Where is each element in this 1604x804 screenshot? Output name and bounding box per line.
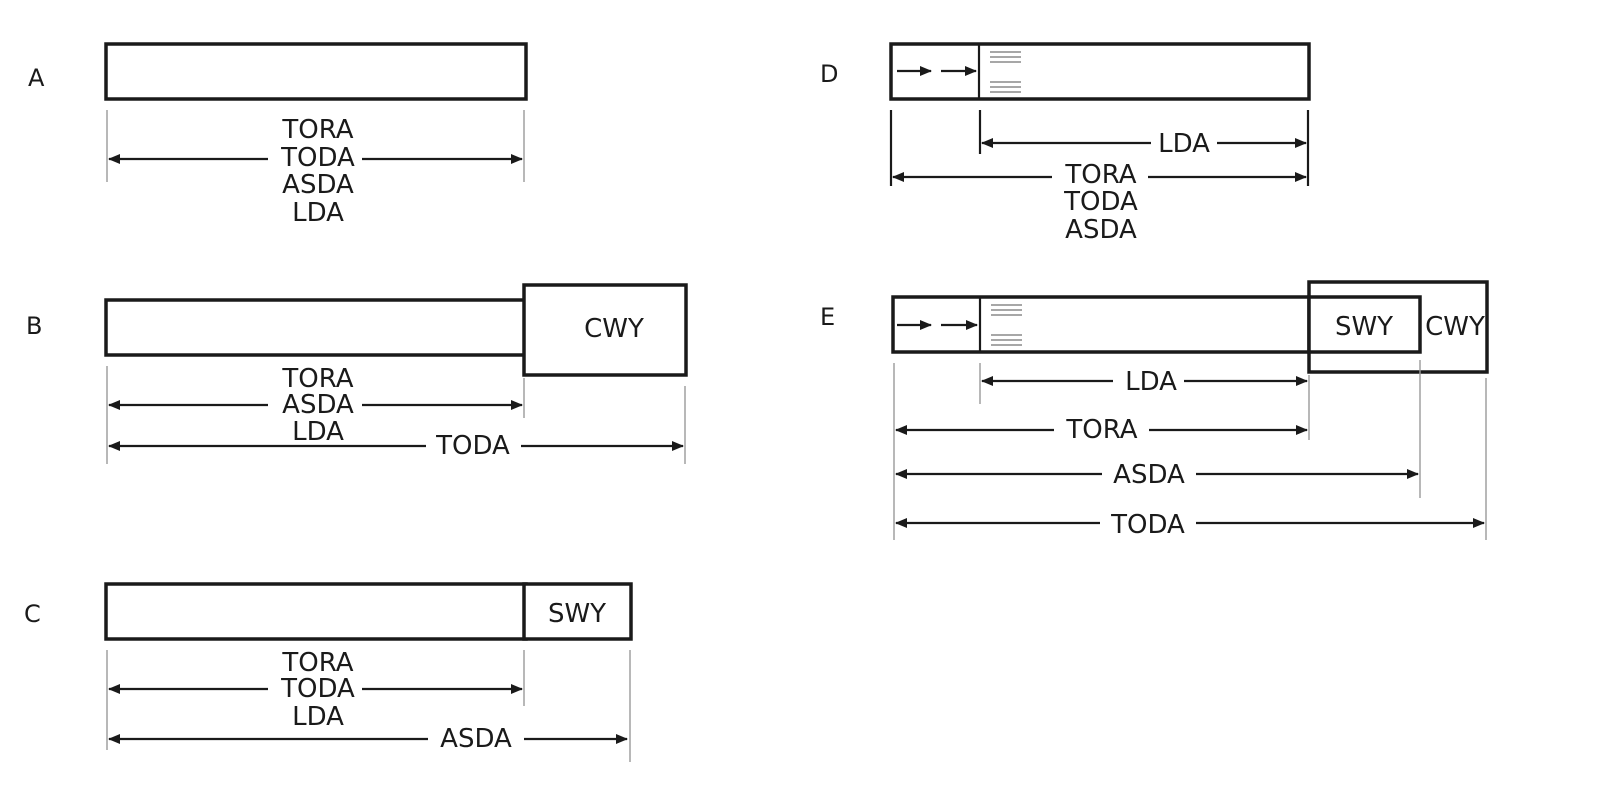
lda-label: LDA <box>1158 129 1210 159</box>
swy-label: SWY <box>1335 312 1393 342</box>
tora-label: TORA <box>281 648 353 678</box>
toda-label: TODA <box>1063 187 1138 217</box>
cwy-label: CWY <box>584 314 644 344</box>
threshold-markings-icon <box>990 51 1021 93</box>
asda-label: ASDA <box>1113 460 1185 490</box>
lda-label: LDA <box>1125 367 1177 397</box>
panel-label-b: B <box>26 312 42 340</box>
toda-label: TODA <box>280 143 355 173</box>
asda-label: ASDA <box>1065 215 1137 245</box>
stopway-box <box>1307 295 1422 354</box>
lda-label: LDA <box>292 198 344 228</box>
panel-d: D LDA TORA TODA ASDA <box>820 42 1311 245</box>
panel-label-a: A <box>28 64 45 92</box>
runway-box <box>104 298 528 357</box>
asda-label: ASDA <box>282 170 354 200</box>
runway-box <box>104 582 528 641</box>
clearway-box <box>522 283 688 377</box>
tora-label: TORA <box>1065 415 1137 445</box>
lda-label: LDA <box>292 702 344 732</box>
asda-label: ASDA <box>440 724 512 754</box>
panel-e: E SWY CWY LDA TORA ASDA <box>820 280 1489 540</box>
runway-box <box>104 42 528 101</box>
panel-b: B CWY TORA ASDA LDA TODA <box>26 283 688 464</box>
cwy-label: CWY <box>1425 312 1485 342</box>
threshold-markings-icon <box>991 304 1022 346</box>
panel-label-e: E <box>820 303 835 331</box>
panel-label-c: C <box>24 600 41 628</box>
stopway-box <box>522 582 633 641</box>
asda-label: ASDA <box>282 390 354 420</box>
tora-label: TORA <box>281 115 353 145</box>
toda-label: TODA <box>1110 510 1185 540</box>
toda-label: TODA <box>435 431 510 461</box>
toda-label: TODA <box>280 674 355 704</box>
panel-c: C SWY TORA TODA LDA ASDA <box>24 582 633 762</box>
swy-label: SWY <box>548 599 606 629</box>
tora-label: TORA <box>281 364 353 394</box>
panel-label-d: D <box>820 60 838 88</box>
tora-label: TORA <box>1064 160 1136 190</box>
lda-label: LDA <box>292 417 344 447</box>
panel-a: A TORA TODA ASDA LDA <box>28 42 528 228</box>
